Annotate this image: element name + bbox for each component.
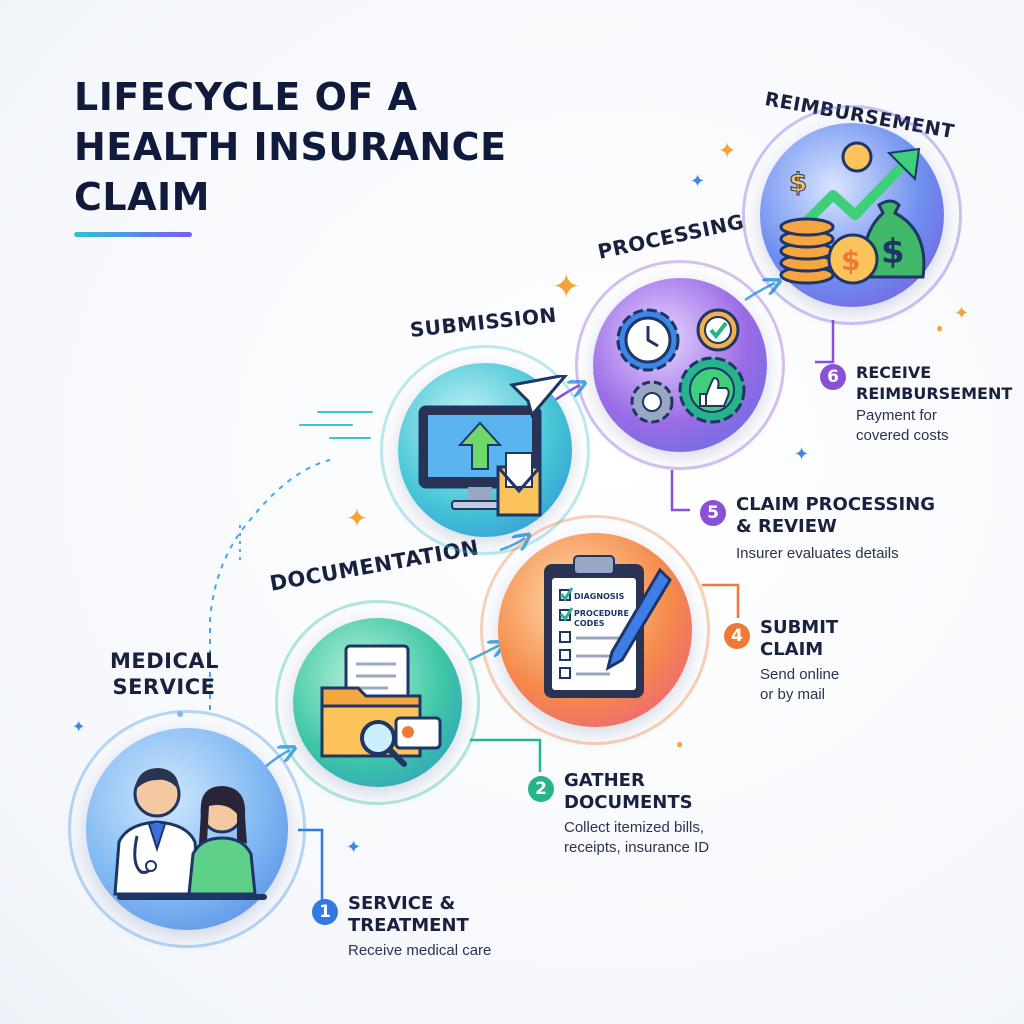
title-underline xyxy=(74,232,192,237)
clipboard-item-diagnosis: DIAGNOSIS xyxy=(574,592,625,601)
clipboard-checklist-icon: DIAGNOSIS PROCEDURE CODES xyxy=(544,555,672,698)
processing-stage xyxy=(575,260,785,470)
step-4-number: 4 xyxy=(724,623,750,649)
sparkle-icon: ✦ xyxy=(954,303,970,323)
step-1-number: 1 xyxy=(312,899,338,925)
step-2-number: 2 xyxy=(528,776,554,802)
folder-search-icon xyxy=(320,644,441,767)
step-6-description: Payment for covered costs xyxy=(856,407,949,444)
gears-approval-icon xyxy=(616,308,746,424)
doctor-patient-icon xyxy=(113,768,267,900)
clipboard-item-procedure: PROCEDURE xyxy=(574,609,629,618)
title-line-2: HEALTH INSURANCE xyxy=(74,125,507,169)
step-5-number: 5 xyxy=(700,500,726,526)
medical-service-label-line1: MEDICAL xyxy=(110,649,220,673)
medical-service-stage xyxy=(68,710,306,948)
step-2-description: Collect itemized bills, receipts, insura… xyxy=(564,819,710,856)
claim-form-stage: DIAGNOSIS PROCEDURE CODES xyxy=(480,515,710,745)
submission-stage xyxy=(380,345,590,555)
sparkle-icon: ✦ xyxy=(552,268,581,306)
sparkle-icon: ● xyxy=(176,705,185,721)
sparkle-icon: ✦ xyxy=(718,138,737,163)
sparkle-icon: ✦ xyxy=(72,719,86,736)
step-6-title: RECEIVE REIMBURSEMENT xyxy=(856,363,1013,403)
reimbursement-stage: $ $ $ xyxy=(742,105,962,325)
svg-text:$: $ xyxy=(881,232,905,272)
submission-label: SUBMISSION xyxy=(408,302,558,342)
step-4: 4 SUBMIT CLAIM Send online or by mail xyxy=(724,617,924,707)
sparkle-icon: ● xyxy=(936,321,944,335)
step-5: 5 CLAIM PROCESSING & REVIEW Insurer eval… xyxy=(700,494,1000,574)
title-line-1: LIFECYCLE OF A xyxy=(74,75,418,119)
processing-label: PROCESSING xyxy=(595,209,747,264)
computer-upload-icon xyxy=(418,375,568,517)
svg-text:$: $ xyxy=(789,168,807,198)
sparkle-icon: ● xyxy=(676,737,684,751)
step-5-title: CLAIM PROCESSING & REVIEW xyxy=(736,494,936,537)
money-growth-icon: $ $ $ xyxy=(779,141,926,285)
documentation-stage xyxy=(275,600,480,805)
sparkle-icon: ✦ xyxy=(794,444,810,464)
step-1-description: Receive medical care xyxy=(348,942,492,959)
medical-service-label-line2: SERVICE xyxy=(112,675,216,699)
step-1: 1 SERVICE & TREATMENT Receive medical ca… xyxy=(312,893,552,973)
sparkle-icon: ✦ xyxy=(346,503,368,533)
step-6-number: 6 xyxy=(820,364,846,390)
step-5-description: Insurer evaluates details xyxy=(736,545,899,562)
step-2: 2 GATHER DOCUMENTS Collect itemized bill… xyxy=(528,770,768,860)
sparkle-icon: ✦ xyxy=(690,171,706,191)
clipboard-item-codes: CODES xyxy=(574,619,605,628)
page-title: LIFECYCLE OF A HEALTH INSURANCE CLAIM xyxy=(74,72,507,222)
svg-text:$: $ xyxy=(841,244,860,277)
step-1-title: SERVICE & TREATMENT xyxy=(348,893,469,936)
medical-service-label: MEDICAL SERVICE xyxy=(110,648,220,700)
step-4-description: Send online or by mail xyxy=(760,666,840,703)
step-6: 6 RECEIVE REIMBURSEMENT Payment for cove… xyxy=(820,362,1020,452)
sparkle-icon: ✦ xyxy=(346,837,362,857)
title-line-3: CLAIM xyxy=(74,175,210,219)
step-4-title: SUBMIT CLAIM xyxy=(760,617,839,660)
step-2-title: GATHER DOCUMENTS xyxy=(564,770,693,813)
